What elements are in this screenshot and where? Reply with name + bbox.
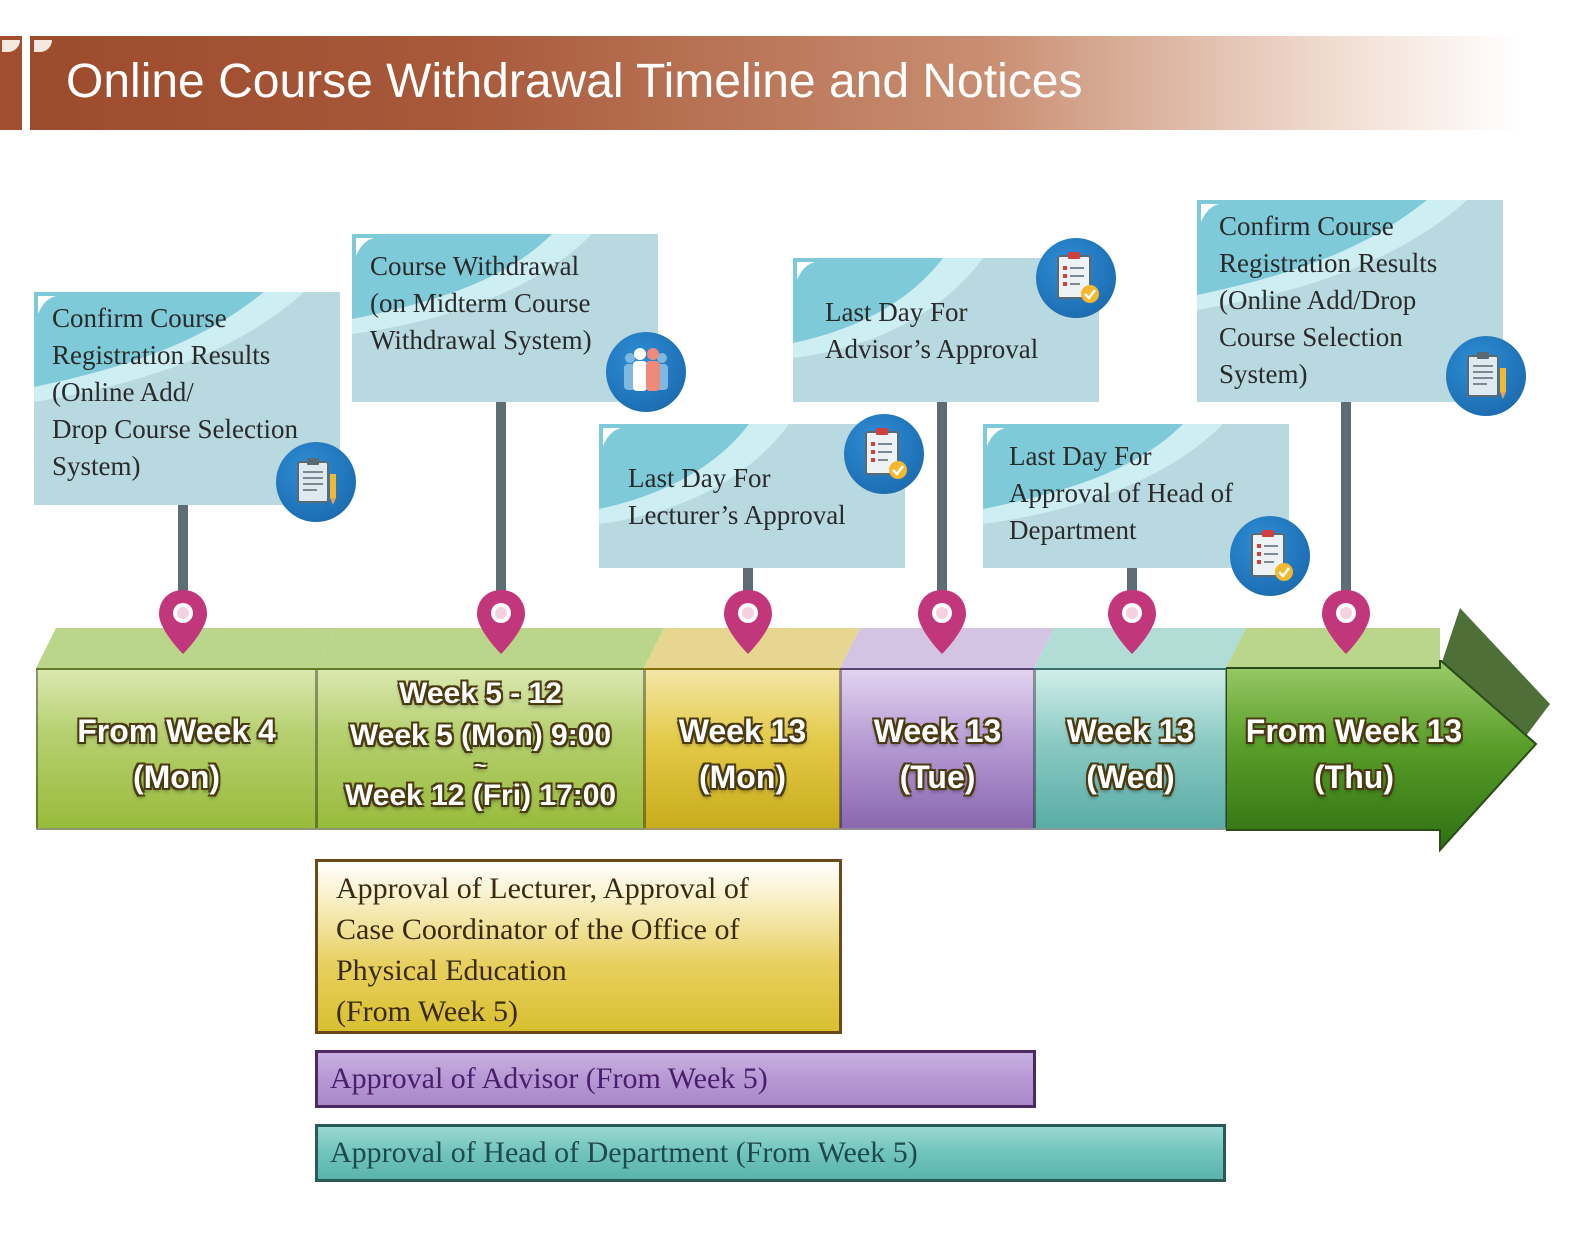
stem-5 xyxy=(1127,566,1137,600)
timeline-label-line: Week 5 (Mon) 9:00 xyxy=(349,719,612,752)
approval-line: Physical Education xyxy=(336,954,567,987)
timeline-segment-week4 xyxy=(36,668,317,830)
callout-line: Last Day For xyxy=(1009,441,1152,471)
callout-line: (Online Add/Drop xyxy=(1219,285,1417,315)
map-pin-icon xyxy=(159,590,207,654)
callout-confirm-registration-1: Confirm Course Registration Results (Onl… xyxy=(34,292,340,505)
map-pin-icon xyxy=(477,590,525,654)
callout-line: System) xyxy=(52,451,141,481)
timeline-label-week13-thu: From Week 13 (Thu) xyxy=(1226,708,1482,800)
callout-last-day-head: Last Day For Approval of Head of Departm… xyxy=(983,424,1289,568)
seg-top-5 xyxy=(1034,628,1246,668)
callout-wave xyxy=(983,424,1223,524)
timeline-label-line: Week 13 xyxy=(873,713,1002,749)
timeline-label-week4: From Week 4 (Mon) xyxy=(36,708,317,800)
map-pin-icon xyxy=(1322,590,1370,654)
approval-advisor-text: Approval of Advisor (From Week 5) xyxy=(330,1062,768,1095)
timeline-segment-week5-12 xyxy=(316,668,645,830)
approval-head-text: Approval of Head of Department (From Wee… xyxy=(330,1136,918,1169)
timeline-segment-week13-mon xyxy=(644,668,841,830)
banner-corner-right xyxy=(34,40,52,52)
stem-4 xyxy=(937,400,947,600)
callout-line: (Online Add/ xyxy=(52,377,194,407)
stem-2 xyxy=(496,400,506,600)
timeline-label-week13-wed: Week 13 (Wed) xyxy=(1034,708,1227,800)
timeline-segment-week13-wed xyxy=(1034,668,1227,830)
page-title: Online Course Withdrawal Timeline and No… xyxy=(66,55,1083,108)
timeline-label-line: (Wed) xyxy=(1086,759,1175,795)
callout-line: Advisor’s Approval xyxy=(825,334,1039,364)
banner-divider xyxy=(22,36,30,130)
callout-line: Department xyxy=(1009,515,1137,545)
approval-head-bar: Approval of Head of Department (From Wee… xyxy=(315,1124,1226,1182)
timeline-label-line: From Week 13 xyxy=(1245,713,1463,749)
timeline-label-week13-mon: Week 13 (Mon) xyxy=(644,708,841,800)
stem-3 xyxy=(743,566,753,600)
callout-wave xyxy=(1197,200,1467,310)
checklist-icon xyxy=(1230,516,1310,596)
map-pin-icon xyxy=(1108,590,1156,654)
callout-wave xyxy=(793,258,983,358)
checklist-icon xyxy=(844,414,924,494)
callout-line: Withdrawal System) xyxy=(370,325,592,355)
timeline-label-line: Week 13 xyxy=(678,713,807,749)
timeline-label-line: (Mon) xyxy=(698,759,787,795)
timeline-label-line: ~ xyxy=(474,755,487,777)
clipboard-pencil-icon xyxy=(1446,336,1526,416)
callout-line: Lecturer’s Approval xyxy=(628,500,846,530)
map-pin-icon xyxy=(724,590,772,654)
people-group-icon xyxy=(606,332,686,412)
callout-wave xyxy=(599,424,789,524)
timeline-label-line: Week 5 - 12 xyxy=(399,677,562,710)
timeline-label-line: From Week 4 xyxy=(77,713,276,749)
callout-course-withdrawal: Course Withdrawal (on Midterm Course Wit… xyxy=(352,234,658,402)
approval-lecturer-box: Approval of Lecturer, Approval of Case C… xyxy=(315,859,842,1034)
callout-line: Approval of Head of xyxy=(1009,478,1234,508)
timeline-label-line: (Mon) xyxy=(132,759,221,795)
callout-line: Confirm Course xyxy=(52,303,227,333)
approval-line: Case Coordinator of the Office of xyxy=(336,913,740,946)
callout-wave xyxy=(34,292,304,402)
stem-1 xyxy=(178,500,188,600)
approval-line: (From Week 5) xyxy=(336,995,518,1028)
timeline-label-line: (Thu) xyxy=(1314,759,1394,795)
timeline-label-line: (Tue) xyxy=(899,759,976,795)
timeline-label-line: Week 13 xyxy=(1066,713,1195,749)
banner-accent xyxy=(0,36,22,130)
seg-top-6 xyxy=(1226,628,1440,668)
callout-line: System) xyxy=(1219,359,1308,389)
approval-advisor-bar: Approval of Advisor (From Week 5) xyxy=(315,1050,1036,1108)
callout-line: Drop Course Selection xyxy=(52,414,298,444)
seg-top-2 xyxy=(316,628,664,668)
timeline-label-week5-12: Week 5 - 12 Week 5 (Mon) 9:00 ~ Week 12 … xyxy=(316,674,645,816)
callout-line: Course Selection xyxy=(1219,322,1403,352)
title-banner xyxy=(0,36,1520,130)
callout-line: Last Day For xyxy=(628,463,771,493)
map-pin-icon xyxy=(918,590,966,654)
callout-line: Last Day For xyxy=(825,297,968,327)
timeline-arrow xyxy=(1226,660,1538,853)
banner-corner-left xyxy=(2,40,20,52)
callout-line: Registration Results xyxy=(52,340,271,370)
callout-line: Confirm Course xyxy=(1219,211,1394,241)
stem-6 xyxy=(1341,400,1351,600)
clipboard-pencil-icon xyxy=(276,442,356,522)
approval-line: Approval of Lecturer, Approval of xyxy=(336,872,749,905)
checklist-icon xyxy=(1036,238,1116,318)
callout-line: (on Midterm Course xyxy=(370,288,591,318)
callout-line: Course Withdrawal xyxy=(370,251,580,281)
callout-wave xyxy=(352,234,592,334)
timeline-label-line: Week 12 (Fri) 17:00 xyxy=(344,779,617,812)
callout-line: Registration Results xyxy=(1219,248,1438,278)
timeline-label-week13-tue: Week 13 (Tue) xyxy=(840,708,1035,800)
